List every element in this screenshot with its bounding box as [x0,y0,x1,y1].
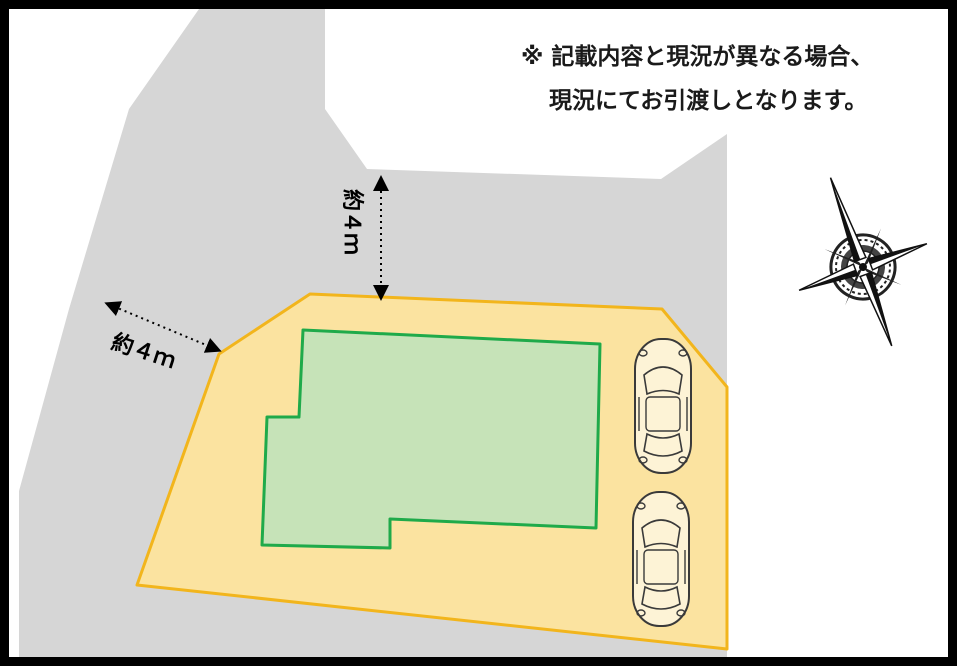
north-road-width-label: 約４ｍ [339,189,365,255]
building-footprint [260,328,602,550]
compass-rose-icon [798,177,928,347]
west-road-dimension-arrow [104,301,222,353]
disclaimer-line-2: 現況にてお引渡しとなります。 [549,87,867,114]
car-top-view-icon [632,491,690,627]
disclaimer-line-1: ※ 記載内容と現況が異なる場合、 [521,43,873,70]
car-top-view-icon [634,338,692,474]
site-plan-map: 約４ｍ 約４ｍ ※ 記載内容と現況が異なる場合、 現況にてお引渡しとなります。 [19,9,928,657]
